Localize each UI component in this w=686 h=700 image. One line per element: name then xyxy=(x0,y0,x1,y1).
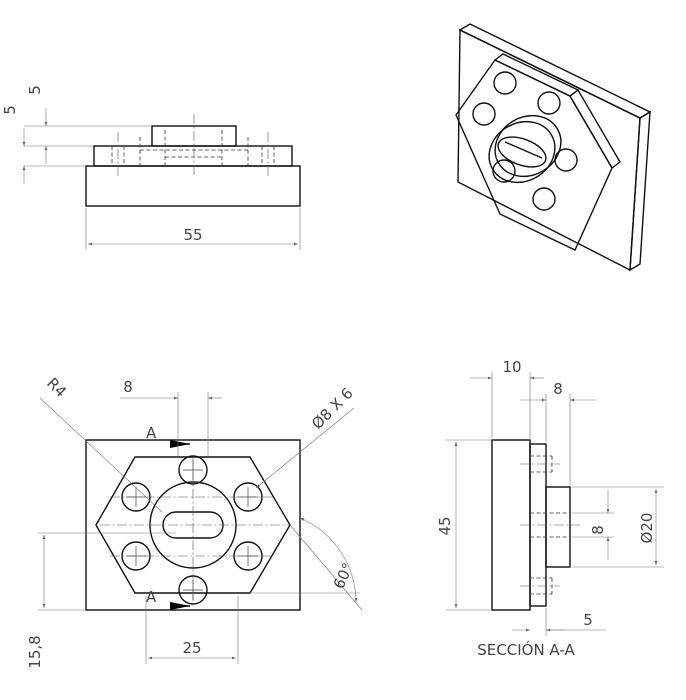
section-dim-step: 5 xyxy=(583,611,593,629)
section-dim-diameter: Ø20 xyxy=(638,513,656,544)
section-dim-height: 45 xyxy=(436,516,454,535)
section-dim-slot: 8 xyxy=(589,525,607,535)
section-dim-plate: 10 xyxy=(502,358,521,376)
isometric-view xyxy=(455,23,652,272)
top-view: A A R4 8 Ø8 X 6 60° 25 15,8 xyxy=(26,374,363,669)
front-dim-height-a: 5 xyxy=(1,105,19,115)
section-dim-boss: 8 xyxy=(553,380,563,398)
dim-radius: R4 xyxy=(43,374,70,401)
section-mark-a-top: A xyxy=(146,424,157,442)
front-dim-height-b: 5 xyxy=(26,85,44,95)
dim-angle: 60° xyxy=(330,560,358,592)
section-view: 45 10 8 8 Ø20 5 SECCIÓN A-A xyxy=(436,358,664,659)
front-dim-width: 55 xyxy=(183,226,202,244)
section-title: SECCIÓN A-A xyxy=(477,640,575,659)
dim-slot-offset: 8 xyxy=(123,378,133,396)
dim-vertical-offset: 15,8 xyxy=(26,635,44,668)
dim-hole-spacing: 25 xyxy=(182,639,201,657)
section-mark-a-bottom: A xyxy=(146,588,157,606)
front-view: 5 5 55 xyxy=(1,85,301,250)
